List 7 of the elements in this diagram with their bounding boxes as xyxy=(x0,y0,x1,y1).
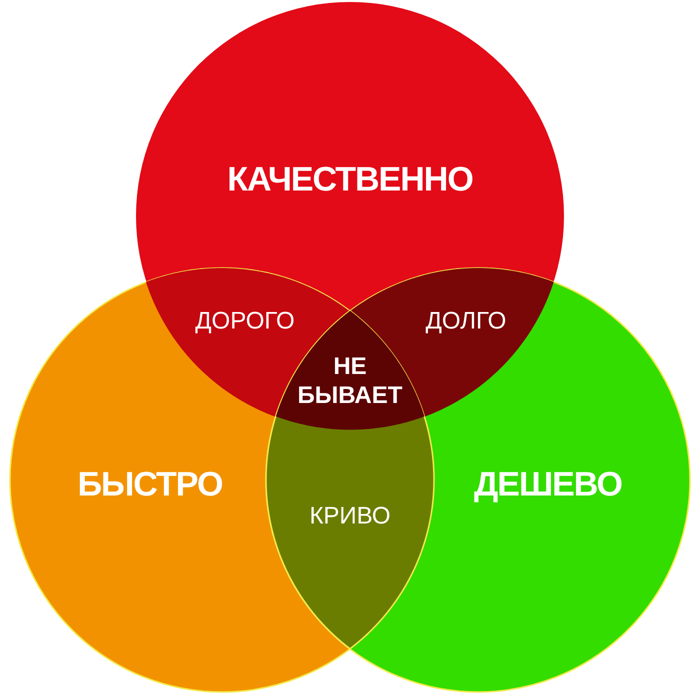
overlap-label: ДОЛГО xyxy=(426,308,506,336)
overlap-label: КРИВО xyxy=(309,502,391,532)
overlap-label: НЕ БЫВАЕТ xyxy=(296,353,404,411)
set-label: ДЕШЕВО xyxy=(474,464,622,506)
set-label: КАЧЕСТВЕННО xyxy=(227,160,473,200)
overlap-label: ДОРОГО xyxy=(195,308,295,336)
set-label: БЫСТРО xyxy=(78,464,222,506)
